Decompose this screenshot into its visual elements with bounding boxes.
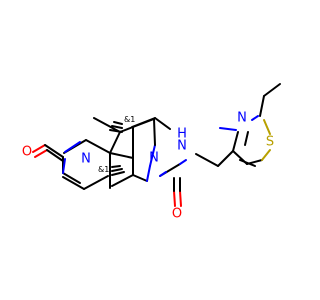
bond <box>251 115 259 121</box>
oxygen-atom: O <box>172 207 182 222</box>
stereo-annotations: &1 &1 <box>98 115 135 174</box>
nitrogen-atom: N <box>149 151 159 166</box>
bond <box>62 176 85 190</box>
oxygen-atom: O <box>22 145 32 160</box>
bond <box>62 158 66 174</box>
sulfur-atom: S <box>266 135 274 150</box>
stereo-hash-bonds <box>109 121 125 176</box>
bond <box>261 149 271 161</box>
carbon-skeleton <box>62 83 281 190</box>
bond <box>44 144 64 158</box>
bond <box>64 141 81 153</box>
atom-labels: O N N O N H N S <box>22 111 274 222</box>
bond <box>83 175 109 190</box>
bond <box>131 117 156 128</box>
bond <box>217 150 234 167</box>
bond <box>179 159 187 165</box>
bond <box>159 171 167 177</box>
bond <box>244 131 249 146</box>
bond <box>173 190 176 207</box>
bond <box>111 174 134 187</box>
bond <box>219 127 237 131</box>
bond <box>195 153 219 167</box>
bond <box>132 174 148 182</box>
bond <box>32 144 46 153</box>
nitrogen-atom: N <box>177 139 187 154</box>
nitrogen-atom: N <box>81 152 91 167</box>
bond <box>62 172 81 184</box>
bond <box>113 121 123 125</box>
bond <box>111 168 123 172</box>
bond <box>93 117 121 133</box>
bond <box>179 190 182 207</box>
bond <box>109 131 121 154</box>
bond <box>146 165 151 182</box>
bond <box>111 125 123 129</box>
bond <box>153 118 156 146</box>
bond <box>232 131 239 152</box>
bond <box>109 129 123 133</box>
bond <box>259 95 265 117</box>
nitrogen-atom: N <box>237 111 247 126</box>
stereo-label: &1 <box>124 115 135 124</box>
bond <box>34 149 48 158</box>
bond <box>239 159 256 167</box>
bond <box>109 152 134 159</box>
molecule-structure-diagram: O N N O N H N S &1 &1 <box>22 83 281 222</box>
bond <box>149 144 156 167</box>
bond <box>111 171 125 176</box>
bond <box>154 117 171 130</box>
bond <box>111 165 121 168</box>
bond <box>46 149 64 162</box>
bond <box>85 139 111 154</box>
heteroatom-bonds <box>32 115 271 207</box>
bond <box>263 83 281 97</box>
hydrogen-atom: H <box>177 127 187 142</box>
bond <box>263 119 271 135</box>
stereo-label: &1 <box>98 165 109 174</box>
